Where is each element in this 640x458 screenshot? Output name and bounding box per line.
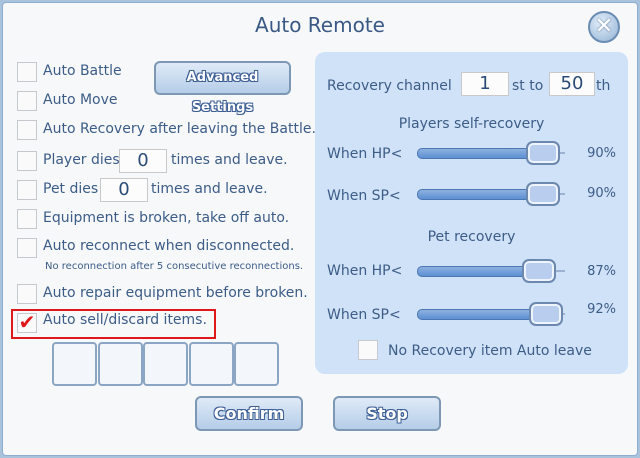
checkmark-icon: ✔ [18,310,36,334]
advanced-settings-button[interactable]: Advanced Settings [154,61,291,115]
auto-sell-label: Auto sell/discard items. [43,312,207,328]
equip-broken-checkbox[interactable] [17,209,37,229]
reconnect-note: No reconnection after 5 consecutive reco… [45,261,304,272]
auto-recovery-label: Auto Recovery after leaving the Battle. [43,121,316,137]
slider-thumb[interactable] [528,302,563,326]
pet-hp-label: When HP< [327,263,403,279]
close-icon: ✕ [594,14,614,39]
channel-to-input[interactable]: 50 [549,72,595,96]
slider-track[interactable] [417,148,538,159]
no-item-leave-checkbox[interactable] [358,340,378,360]
pet-hp-value: 87% [587,264,616,279]
players-recovery-heading: Players self-recovery [398,116,545,132]
auto-battle-checkbox[interactable] [17,62,37,82]
stop-button[interactable]: Stop [333,396,441,431]
slider-thumb[interactable] [526,141,560,165]
close-button[interactable]: ✕ [588,11,620,43]
channel-from-input[interactable]: 1 [461,72,509,96]
slider-thumb[interactable] [526,182,560,206]
player-sp-value: 90% [587,186,616,201]
item-slot[interactable] [52,342,97,386]
pet-dies-label: Pet dies [43,181,99,197]
item-slot[interactable] [143,342,188,386]
auto-reconnect-checkbox[interactable] [17,238,37,258]
slider-track-end [556,152,565,154]
dialog-title: Auto Remote [255,13,385,37]
equip-broken-label: Equipment is broken, take off auto. [43,210,290,226]
item-slot[interactable] [98,342,143,386]
pet-sp-value: 92% [587,302,616,317]
auto-reconnect-label: Auto reconnect when disconnected. [43,238,295,254]
auto-battle-label: Auto Battle [43,63,122,79]
auto-move-checkbox[interactable] [17,91,37,111]
slider-track[interactable] [417,309,541,320]
auto-repair-checkbox[interactable] [17,284,37,304]
player-dies-label: Player dies [43,152,120,168]
st-to-label: st to [512,78,544,94]
player-dies-input[interactable]: 0 [119,149,167,173]
slider-track[interactable] [417,189,538,200]
player-hp-label: When HP< [327,146,403,162]
auto-sell-checkbox[interactable]: ✔ [17,310,37,334]
slider-track-end [556,193,565,195]
auto-recovery-checkbox[interactable] [17,120,37,140]
pet-dies-checkbox[interactable] [17,180,37,200]
player-sp-label: When SP< [327,188,401,204]
highlight-box [11,309,216,339]
th-label: th [596,78,611,94]
auto-move-label: Auto Move [43,92,118,108]
pet-dies-input[interactable]: 0 [100,178,148,202]
slider-thumb[interactable] [521,259,556,283]
player-dies-checkbox[interactable] [17,151,37,171]
pet-recovery-heading: Pet recovery [427,229,516,245]
item-slot[interactable] [234,342,279,386]
pet-sp-label: When SP< [327,307,401,323]
pet-dies-suffix: times and leave. [151,181,268,197]
slider-track[interactable] [417,266,534,277]
item-slot[interactable] [189,342,234,386]
confirm-button[interactable]: Confirm [195,396,303,431]
recovery-panel [315,52,628,374]
slider-track-end [551,270,565,272]
player-dies-suffix: times and leave. [171,152,288,168]
auto-repair-label: Auto repair equipment before broken. [43,285,308,301]
no-item-leave-label: No Recovery item Auto leave [388,343,592,359]
player-hp-value: 90% [587,146,616,161]
channel-label: Recovery channel [327,78,452,94]
